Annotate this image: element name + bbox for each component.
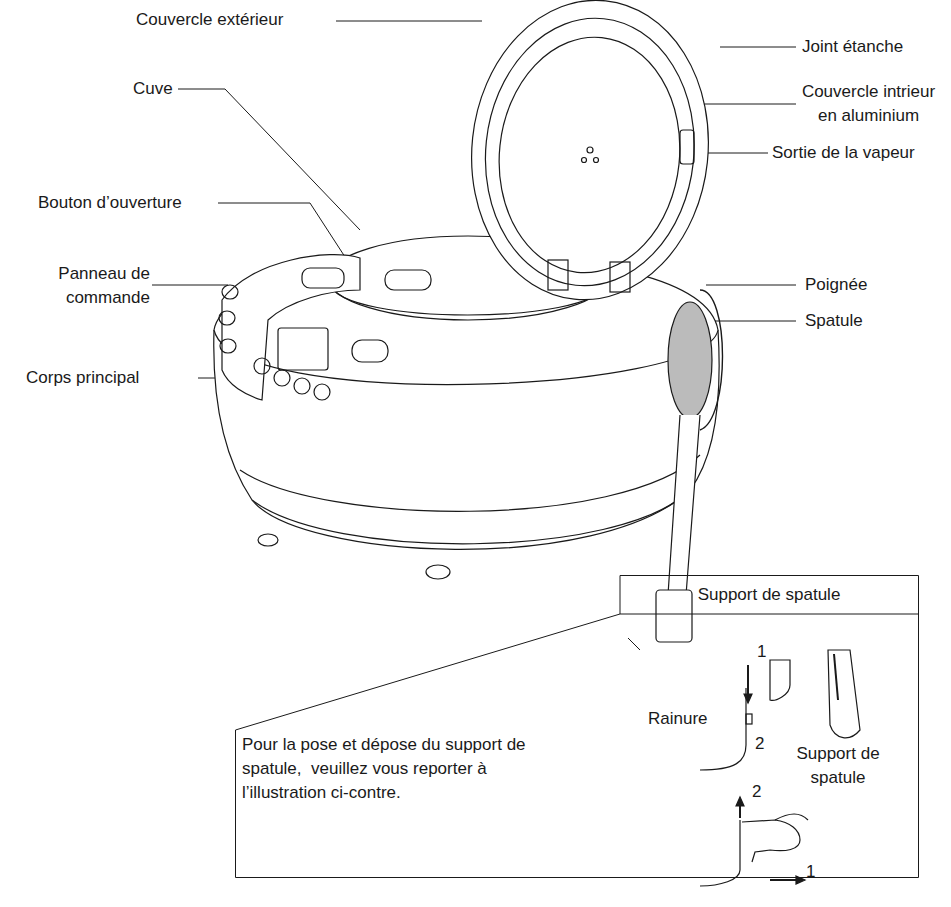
callout-note: Pour la pose et dépose du support de spa…	[242, 733, 534, 805]
callout-number: 1	[806, 860, 822, 884]
callout-outline	[235, 575, 919, 878]
callout-number: 2	[752, 780, 768, 804]
part-label: Poignée	[805, 273, 905, 297]
part-label: Support de spatule	[793, 742, 883, 790]
part-label: Corps principal	[26, 366, 196, 390]
part-label: Rainure	[648, 707, 718, 731]
callout-number: 2	[755, 732, 771, 756]
part-label: Sortie de la vapeur	[772, 141, 942, 165]
callout-heading: Support de spatule	[620, 575, 918, 614]
part-label: Couvercle extérieur	[136, 8, 336, 32]
part-label: Spatule	[805, 309, 905, 333]
part-label: Cuve	[133, 77, 183, 101]
part-label: Joint étanche	[802, 35, 932, 59]
callout-box: Support de spatulePour la pose et dépose…	[235, 575, 919, 878]
part-label: Panneau de commande	[40, 262, 150, 310]
part-label: Couvercle intrieur en aluminium	[796, 80, 941, 128]
part-label: Bouton d’ouverture	[38, 191, 223, 215]
callout-number: 1	[757, 640, 773, 664]
